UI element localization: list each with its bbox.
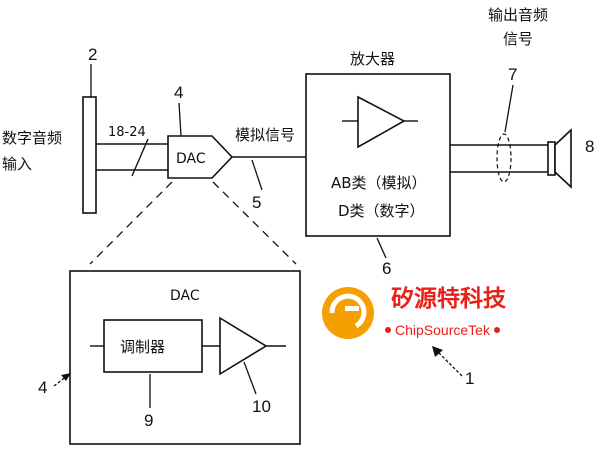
- speaker-body: [547, 141, 556, 176]
- zoom-line-right: [212, 181, 297, 265]
- label-6: 6: [382, 259, 391, 278]
- leader-4: [178, 102, 182, 137]
- arrow-4-detail-icon: [61, 373, 71, 381]
- output-label-line1: 输出音频: [488, 6, 548, 24]
- amp-triangle-symbol: [357, 95, 406, 149]
- label-7: 7: [508, 65, 517, 84]
- dac-detail-title: DAC: [170, 288, 200, 304]
- bus-width-label: 18-24: [108, 125, 146, 140]
- leader-1: [435, 349, 463, 377]
- logo-dot-right: [494, 327, 500, 333]
- logo-mark-swirl: [329, 293, 367, 329]
- dac-detail-amp-triangle: [219, 316, 268, 376]
- output-label-line2: 信号: [503, 30, 533, 48]
- label-4: 4: [174, 83, 183, 102]
- label-4-detail: 4: [38, 378, 47, 397]
- amplifier-class-ab: AB类（模拟）: [331, 174, 427, 192]
- input-label-line2: 输入: [2, 155, 32, 173]
- arrow-1-icon: [432, 346, 443, 357]
- logo-name-en: ChipSourceTek: [395, 322, 491, 338]
- zoom-line-left: [89, 181, 173, 265]
- leader-5: [251, 159, 263, 191]
- amplifier-class-d: D类（数字）: [338, 202, 425, 220]
- company-logo: 矽源特科技 ChipSourceTek: [322, 286, 507, 339]
- amplifier-block: [305, 73, 451, 237]
- input-label-line1: 数字音频: [2, 129, 62, 147]
- modulator-block: [103, 319, 203, 373]
- amplifier-title: 放大器: [350, 50, 395, 68]
- leader-6: [376, 237, 387, 259]
- speaker-icon: [554, 128, 572, 189]
- label-9: 9: [144, 411, 153, 430]
- logo-mark-bar: [345, 306, 359, 311]
- logo-name-cn: 矽源特科技: [391, 286, 507, 312]
- leader-7: [504, 84, 514, 133]
- label-2: 2: [88, 45, 97, 64]
- dac-block: [167, 135, 234, 179]
- logo-dot-left: [385, 327, 391, 333]
- leader-10: [243, 361, 257, 395]
- label-1: 1: [465, 369, 474, 388]
- label-10: 10: [252, 397, 271, 416]
- analog-signal-label: 模拟信号: [235, 126, 295, 144]
- dac-block-label: DAC: [176, 151, 206, 167]
- leader-4-detail: [53, 375, 68, 387]
- output-cable-ellipse: [496, 133, 512, 183]
- input-connector-bar: [82, 96, 97, 214]
- bus-slash: [131, 138, 149, 177]
- modulator-label: 调制器: [120, 338, 165, 356]
- label-8: 8: [585, 137, 594, 156]
- label-5: 5: [252, 193, 261, 212]
